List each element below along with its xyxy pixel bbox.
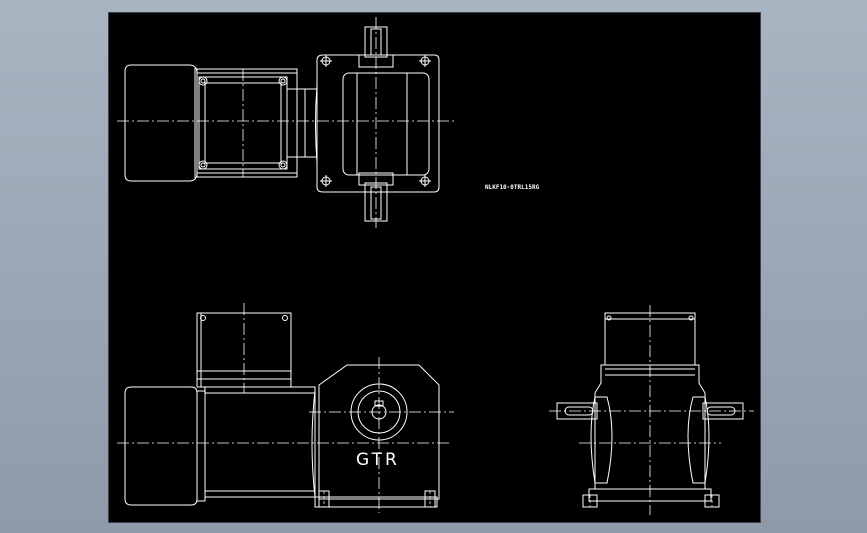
- drawing-canvas[interactable]: NLKF10-0TRL15RG GTR: [108, 12, 761, 523]
- part-number-label: NLKF10-0TRL15RG: [485, 184, 540, 191]
- brand-mark: GTR: [356, 450, 400, 470]
- front-view: GTR: [117, 303, 454, 513]
- cad-drawing: NLKF10-0TRL15RG GTR: [117, 17, 754, 515]
- side-view: [549, 305, 754, 515]
- top-view: [117, 17, 454, 228]
